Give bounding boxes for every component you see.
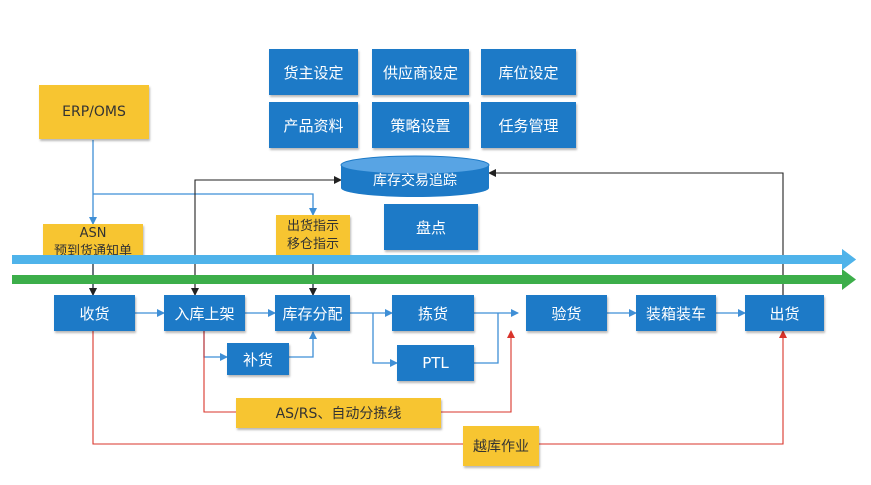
- outbound-instruction-line: 出货指示: [286, 219, 339, 234]
- ptl-box[interactable]: PTL: [397, 345, 474, 381]
- erp-oms-box: ERP/OMS: [39, 85, 149, 139]
- flow-shipping[interactable]: 出货: [745, 295, 824, 331]
- inventory-tracking-label[interactable]: 库存交易追踪: [373, 173, 457, 189]
- flow-putaway[interactable]: 入库上架: [164, 295, 245, 331]
- config-location-settings[interactable]: 库位设定: [481, 49, 576, 95]
- flow-inventory-allocation[interactable]: 库存分配: [275, 295, 350, 331]
- light-blue-bar-arrow: [842, 249, 856, 270]
- cross-docking-box[interactable]: 越库作业: [463, 426, 539, 466]
- config-supplier-settings[interactable]: 供应商设定: [372, 49, 469, 95]
- flow-packing-loading[interactable]: 装箱装车: [636, 295, 716, 331]
- timeline-bars: [12, 249, 856, 290]
- green-bar-arrow: [842, 269, 856, 290]
- config-owner-settings[interactable]: 货主设定: [269, 49, 358, 95]
- transfer-instruction-line: 移仓指示: [286, 237, 339, 252]
- config-task-management[interactable]: 任务管理: [481, 102, 576, 148]
- erp-connectors: [89, 140, 317, 225]
- stocktake-box[interactable]: 盘点: [384, 204, 478, 250]
- inventory-tracking-cylinder: [340, 155, 490, 197]
- replenish-box[interactable]: 补货: [227, 343, 289, 375]
- outbound-instruction-note: 出货指示 移仓指示: [276, 215, 350, 255]
- green-bar: [12, 275, 844, 284]
- flow-inspection[interactable]: 验货: [526, 295, 607, 331]
- asrs-sortation-box[interactable]: AS/RS、自动分拣线: [236, 398, 441, 428]
- asn-title: ASN: [79, 226, 107, 241]
- flow-receiving[interactable]: 收货: [54, 295, 135, 331]
- config-strategy-settings[interactable]: 策略设置: [372, 102, 469, 148]
- light-blue-bar: [12, 255, 844, 264]
- asn-subtitle: 预到货通知单: [53, 244, 132, 255]
- flow-picking[interactable]: 拣货: [392, 295, 474, 331]
- config-product-data[interactable]: 产品资料: [269, 102, 358, 148]
- bypass-connectors: [92, 330, 787, 445]
- asn-note: ASN 预到货通知单: [43, 224, 143, 255]
